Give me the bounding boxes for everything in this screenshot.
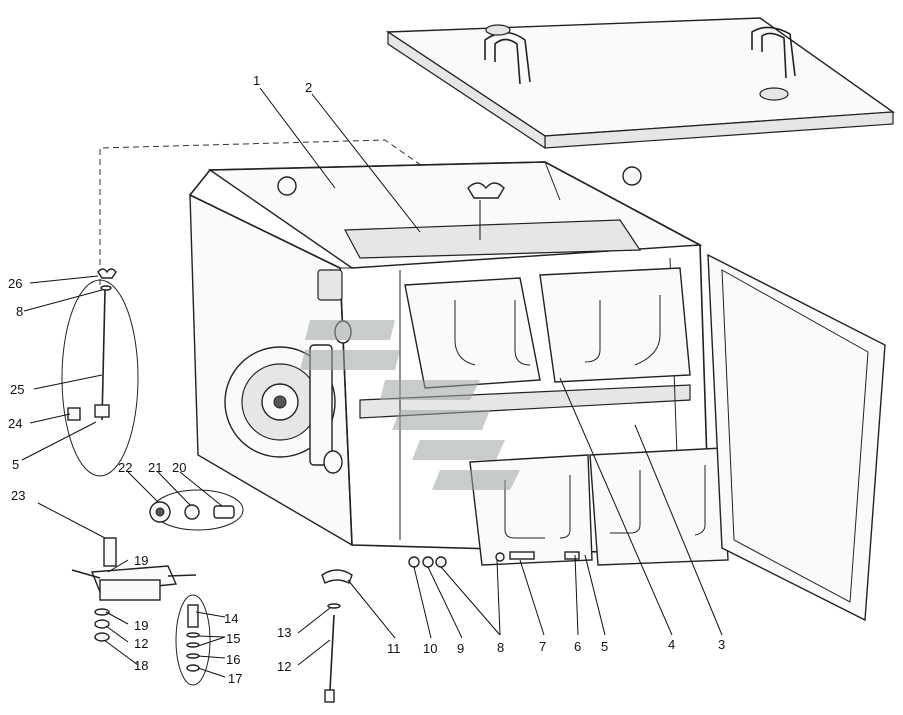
callout-4: 4 [668,637,675,652]
housing [188,161,711,556]
callout-20: 20 [172,460,186,475]
callout-13: 13 [277,625,291,640]
battery-upper-right [539,267,691,383]
callout-1: 1 [253,73,260,88]
callout-7: 7 [539,639,546,654]
hardware-row [408,551,580,568]
detail-tie-rod [61,268,139,477]
battery-lower-right [589,447,729,566]
callout-11: 11 [387,641,401,656]
callout-18: 18 [134,658,148,673]
callout-10: 10 [423,641,437,656]
callout-19-upper: 19 [134,553,148,568]
callout-23: 23 [11,488,25,503]
callout-24: 24 [8,416,22,431]
callout-8: 8 [497,640,504,655]
callout-3: 3 [718,637,725,652]
bracket-assembly [71,537,197,642]
door [707,253,886,622]
callout-5-left: 5 [12,457,19,472]
callout-19-lower: 19 [134,618,148,633]
watermark [300,320,520,490]
callout-5: 5 [601,639,608,654]
leaders [21,87,723,678]
fan-assembly [224,269,352,474]
lid [385,17,896,150]
battery-cables [454,295,661,366]
callout-22: 22 [118,460,132,475]
callout-14: 14 [224,611,238,626]
callout-6: 6 [574,639,581,654]
callout-21: 21 [148,460,162,475]
clamp [321,569,353,584]
callout-12-second: 12 [134,636,148,651]
callout-16: 16 [226,652,240,667]
detail-grommet [149,489,244,531]
callout-labels: 1 2 3 4 5 6 7 8 9 10 11 12 13 17 16 15 1… [8,73,725,686]
callout-15: 15 [226,631,240,646]
callout-12: 12 [277,659,291,674]
callout-25: 25 [10,382,24,397]
callout-17: 17 [228,671,242,686]
long-bolt [324,603,341,703]
callout-9: 9 [457,641,464,656]
detail-bolt-set [175,594,211,686]
callout-26: 26 [8,276,22,291]
battery-upper-left [404,277,541,389]
callout-8-left: 8 [16,304,23,319]
callout-2: 2 [305,80,312,95]
